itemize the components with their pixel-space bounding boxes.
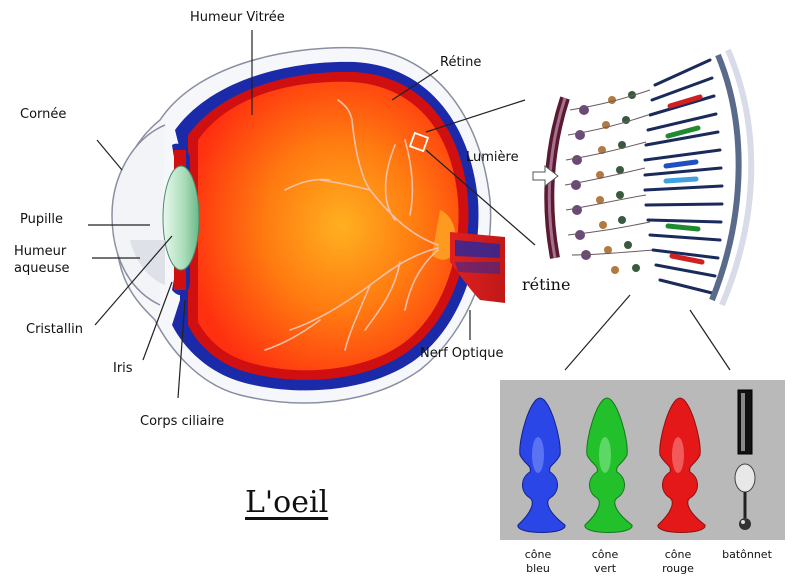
caption-line1: batônnet	[712, 548, 782, 562]
label-pupille: Pupille	[20, 212, 63, 228]
caption-line1: cône	[643, 548, 713, 562]
caption-line2: rouge	[643, 562, 713, 576]
label-iris: Iris	[113, 361, 133, 377]
label-retine: Rétine	[440, 55, 481, 71]
crystalline-lens	[163, 166, 199, 270]
vitreous-body	[198, 82, 459, 371]
label-humeur-aqueuse-line1: Humeur	[14, 244, 66, 260]
caption-line1: cône	[570, 548, 640, 562]
caption-line2: vert	[570, 562, 640, 576]
caption-cone-rouge: cône rouge	[643, 548, 713, 576]
label-retine-small: rétine	[522, 277, 570, 293]
caption-line2: bleu	[503, 562, 573, 576]
label-cornee: Cornée	[20, 107, 66, 123]
label-nerf-optique: Nerf Optique	[420, 346, 503, 362]
retina-magnified	[549, 50, 751, 305]
label-humeur-vitree: Humeur Vitrée	[190, 10, 285, 26]
caption-line1: cône	[503, 548, 573, 562]
label-lumiere: Lumière	[466, 150, 519, 166]
label-cristallin: Cristallin	[26, 322, 83, 338]
caption-batonnet: batônnet	[712, 548, 782, 562]
page-title: L'oeil	[245, 485, 328, 520]
caption-cone-vert: cône vert	[570, 548, 640, 576]
label-humeur-aqueuse-line2: aqueuse	[14, 261, 69, 277]
label-corps-ciliaire: Corps ciliaire	[140, 414, 224, 430]
caption-cone-bleu: cône bleu	[503, 548, 573, 576]
